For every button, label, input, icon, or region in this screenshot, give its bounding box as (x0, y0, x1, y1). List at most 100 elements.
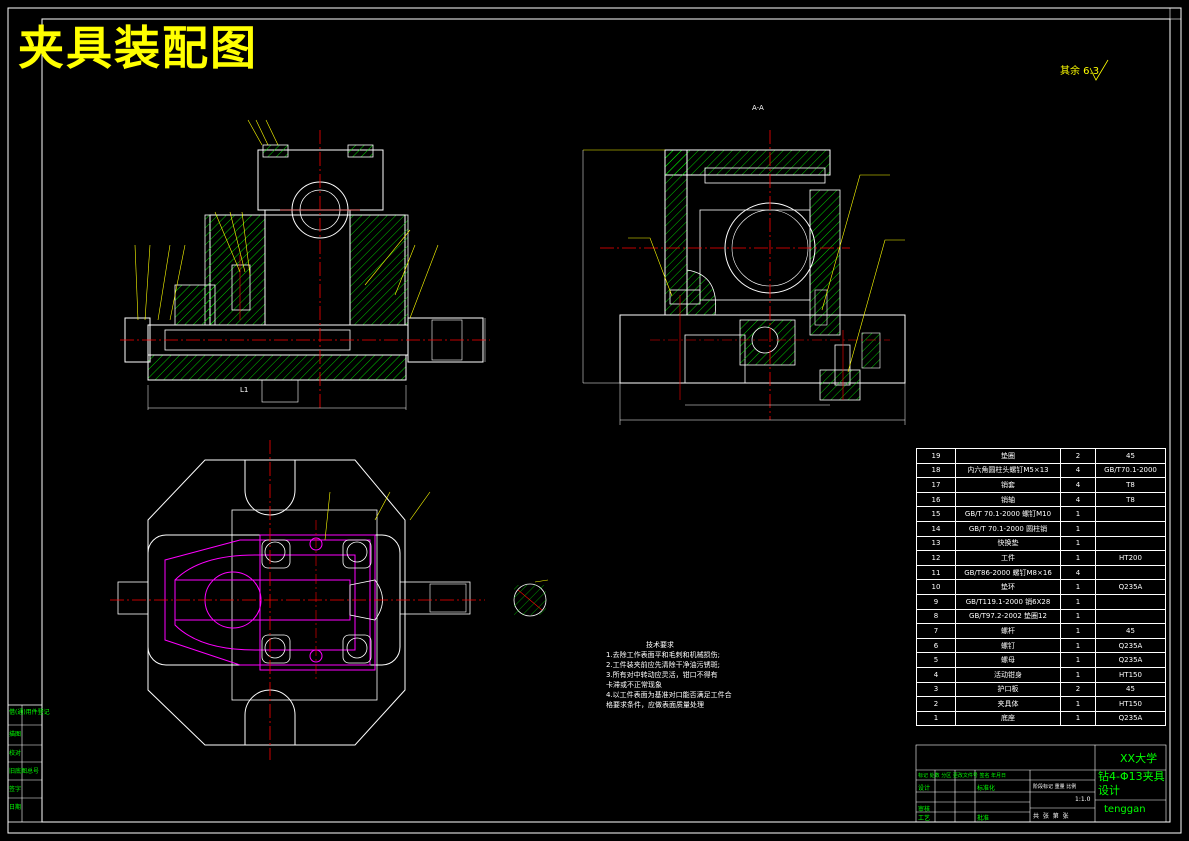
parts-list-cell-name: 垫圈 (955, 448, 1061, 464)
university-name: XX大学 (1120, 752, 1158, 765)
row-process: 工艺 (918, 815, 931, 822)
parts-list-cell-material: HT150 (1095, 696, 1166, 712)
parts-list-cell-name: GB/T86-2000 螺钉M8×16 (955, 564, 1061, 581)
parts-list-cell-no: 18 (916, 462, 956, 479)
parts-list-cell-no: 15 (916, 506, 956, 522)
parts-list-cell-name: 螺杆 (955, 623, 1061, 639)
side-strip-lines (8, 705, 42, 822)
author-name: tenggan (1104, 804, 1146, 815)
parts-list-cell-no: 7 (916, 623, 956, 639)
parts-list-cell-no: 6 (916, 637, 956, 654)
parts-list-cell-no: 19 (916, 448, 956, 464)
parts-list-cell-qty: 1 (1060, 696, 1096, 712)
revision-labels: 标记 处数 分区 更改文件号 签名 年月日 (918, 773, 1007, 779)
parts-list-cell-qty: 1 (1060, 637, 1096, 654)
parts-list-cell-qty: 1 (1060, 550, 1096, 566)
parts-list-cell-no: 8 (916, 608, 956, 625)
parts-list-cell-no: 4 (916, 666, 956, 683)
scale-value: 1:1.0 (1075, 796, 1091, 803)
parts-list-cell-qty: 2 (1060, 448, 1096, 464)
parts-list-cell-no: 1 (916, 710, 956, 727)
parts-list-cell-material: HT200 (1095, 550, 1166, 566)
parts-list-cell-material (1095, 520, 1166, 537)
parts-list-cell-no: 12 (916, 550, 956, 566)
side-label-sign: 签字 (9, 786, 22, 793)
parts-list-cell-material: Q235A (1095, 652, 1166, 668)
parts-list-cell-qty: 1 (1060, 710, 1096, 727)
tech-req-item: 1.去除工作表面平和毛刺和机械损伤; (606, 651, 721, 659)
roughness-note: 其余 6.3 (1060, 66, 1100, 77)
parts-list-cell-material: Q235A (1095, 637, 1166, 654)
parts-list-cell-name: 底座 (955, 710, 1061, 727)
outer-border (7, 7, 1182, 834)
parts-list-cell-qty: 1 (1060, 579, 1096, 595)
parts-list-cell-no: 5 (916, 652, 956, 668)
parts-list-cell-material: GB/T70.1-2000 (1095, 462, 1166, 479)
tech-req-item: 卡滞或不正常现象 (606, 681, 662, 689)
detail-view (513, 579, 549, 617)
parts-list-cell-name: 销套 (955, 477, 1061, 493)
parts-list-cell-qty: 1 (1060, 535, 1096, 552)
title-block-frame (915, 744, 1167, 823)
parts-list-cell-name: 内六角圆柱头螺钉M5×13 (955, 462, 1061, 479)
stage-labels: 阶段标记 重量 比例 (1033, 784, 1077, 790)
parts-list-cell-no: 13 (916, 535, 956, 552)
parts-list-cell-name: GB/T97.2-2002 垫圈12 (955, 608, 1061, 625)
parts-list-cell-qty: 1 (1060, 666, 1096, 683)
side-label-check: 校对 (9, 750, 22, 757)
parts-list-cell-no: 10 (916, 579, 956, 595)
inner-border (41, 18, 1171, 823)
parts-list-cell-no: 11 (916, 564, 956, 581)
parts-list-cell-material: T8 (1095, 491, 1166, 508)
parts-list-cell-qty: 1 (1060, 593, 1096, 610)
parts-list-cell-no: 2 (916, 696, 956, 712)
parts-list-cell-material: 45 (1095, 623, 1166, 639)
parts-list-cell-no: 16 (916, 491, 956, 508)
parts-list-cell-no: 17 (916, 477, 956, 493)
parts-list-cell-qty: 1 (1060, 652, 1096, 668)
parts-list-cell-no: 3 (916, 681, 956, 698)
drawing-name-2: 设计 (1098, 784, 1120, 797)
side-label-date: 日期 (9, 804, 22, 811)
length-label: L1 (240, 386, 249, 394)
parts-list-cell-material (1095, 564, 1166, 581)
parts-list-cell-material: 45 (1095, 448, 1166, 464)
parts-list-cell-name: 销轴 (955, 491, 1061, 508)
parts-list-cell-name: 夹具体 (955, 696, 1061, 712)
top-corner-box (1169, 7, 1182, 20)
parts-list-cell-qty: 1 (1060, 608, 1096, 625)
parts-list-cell-material (1095, 608, 1166, 625)
parts-list-cell-name: 垫环 (955, 579, 1061, 595)
parts-list-cell-qty: 1 (1060, 506, 1096, 522)
parts-list-cell-name: 工件 (955, 550, 1061, 566)
parts-list-cell-name: 快换垫 (955, 535, 1061, 552)
parts-list-cell-material: HT150 (1095, 666, 1166, 683)
parts-list-cell-name: 螺钉 (955, 637, 1061, 654)
front-view (120, 119, 490, 410)
sheet-labels: 共 张 第 张 (1033, 813, 1069, 820)
parts-list-cell-material (1095, 506, 1166, 522)
parts-list-cell-qty: 1 (1060, 520, 1096, 537)
parts-list-cell-qty: 1 (1060, 623, 1096, 639)
parts-list-cell-material: Q235A (1095, 710, 1166, 727)
drawing-title: 夹具装配图 (18, 21, 258, 75)
parts-list-cell-no: 14 (916, 520, 956, 537)
side-label-borrowed: 借(通)用件登记 (9, 709, 50, 716)
top-view (110, 440, 485, 760)
roughness-symbol (1089, 59, 1109, 81)
